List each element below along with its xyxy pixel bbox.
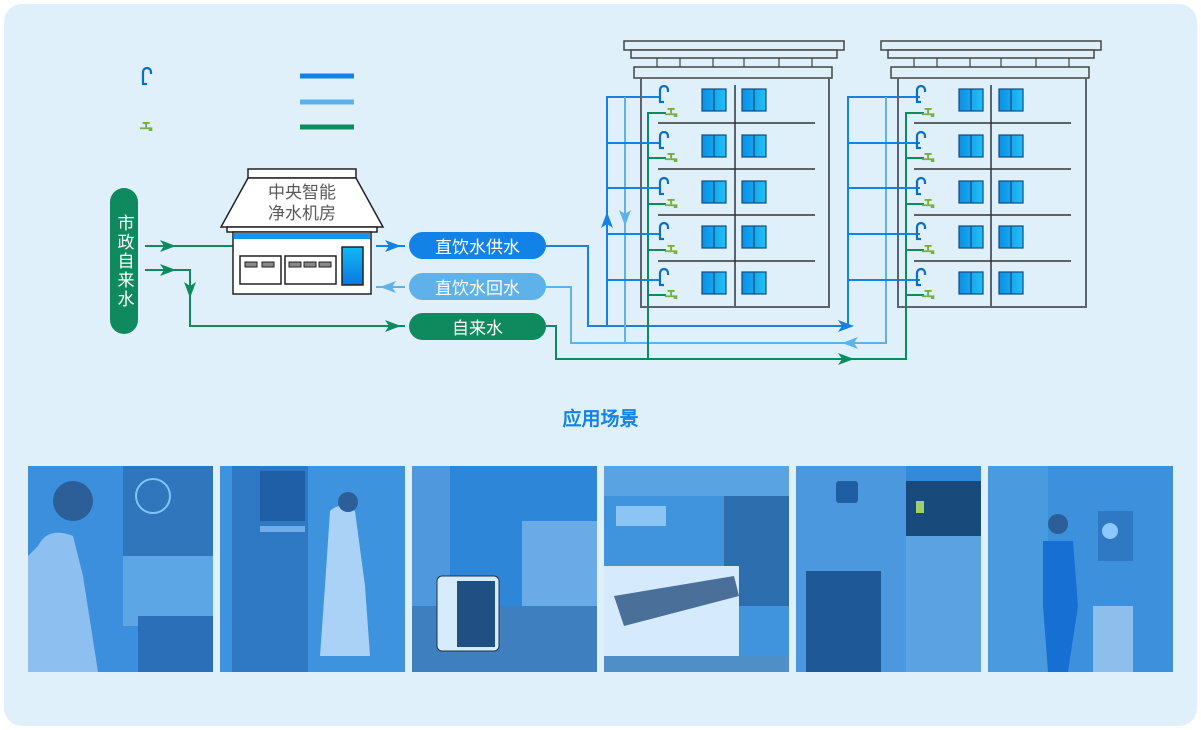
tap-water-pipe-label: 自来水 xyxy=(409,313,546,340)
machine-room-label-line1: 中央智能 xyxy=(268,183,336,203)
scene-gallery xyxy=(28,466,1173,672)
tap-faucet-icon xyxy=(139,121,154,132)
water-system-diagram xyxy=(139,40,1102,365)
arrow-up-icon xyxy=(601,212,613,228)
scene-photo-airport xyxy=(796,466,981,672)
arrow-left-icon xyxy=(842,337,858,349)
arrow-right-icon xyxy=(838,353,854,365)
scene-photo-hospital xyxy=(220,466,405,672)
machine-room xyxy=(219,168,385,295)
section-title: 应用场景 xyxy=(562,408,639,430)
arrow-down-icon xyxy=(184,282,196,298)
scene-photo-office xyxy=(988,466,1173,672)
return-pipe-label: 直饮水回水 xyxy=(409,273,546,300)
scene-photo-hotel xyxy=(604,466,789,672)
arrow-right-icon xyxy=(160,264,176,276)
scene-photo-school xyxy=(28,466,213,672)
scene-photo-outdoor xyxy=(412,466,597,672)
building-1 xyxy=(623,40,845,308)
machine-room-label-line2: 净水机房 xyxy=(268,204,336,224)
drinking-faucet-icon xyxy=(140,66,153,86)
arrow-right-icon xyxy=(385,320,401,332)
municipal-water-source: 市政自来水 xyxy=(110,188,138,334)
arrow-right-icon xyxy=(838,320,854,332)
arrow-down-icon xyxy=(619,210,631,226)
arrow-right-icon xyxy=(160,240,176,252)
building-2 xyxy=(880,40,1102,308)
legend xyxy=(139,66,354,132)
machine-room-label: 中央智能 净水机房 xyxy=(248,183,356,225)
supply-pipe-label: 直饮水供水 xyxy=(409,232,546,259)
